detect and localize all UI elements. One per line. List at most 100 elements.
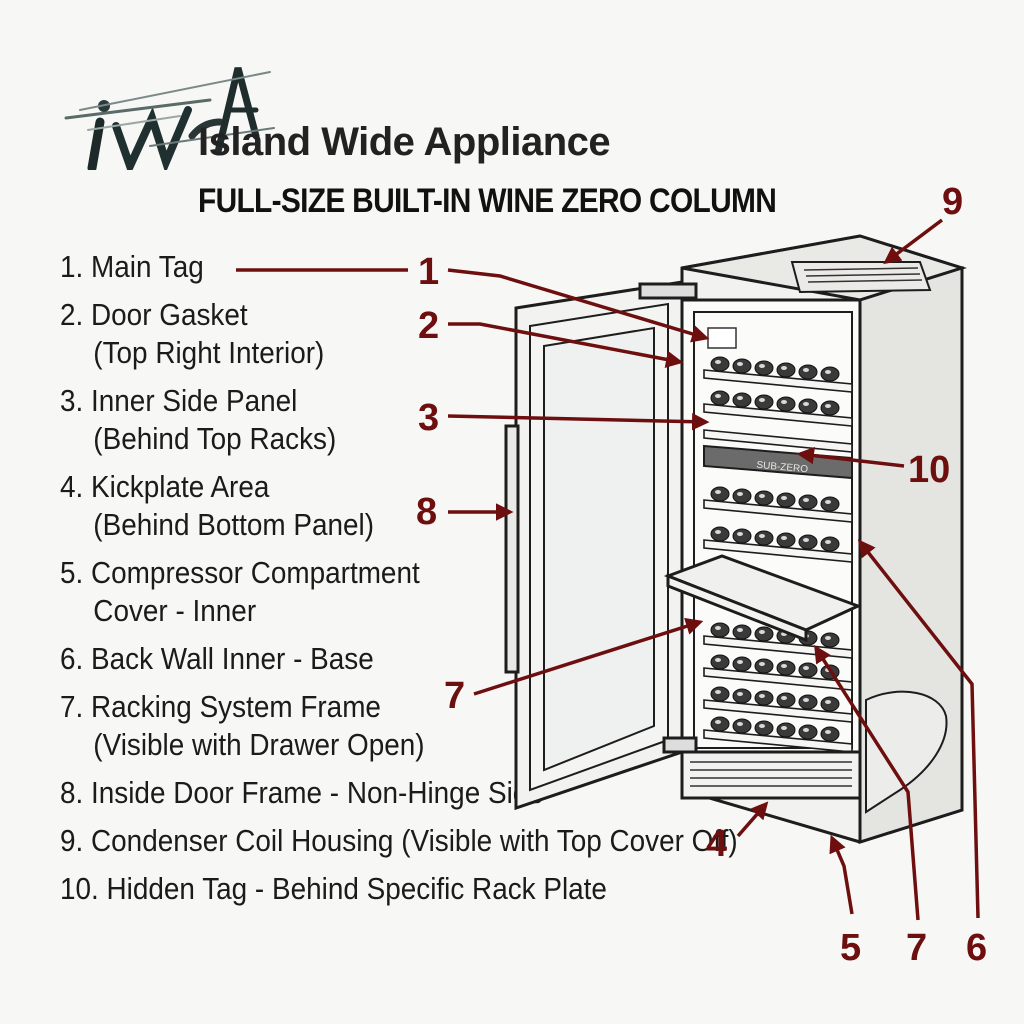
wine-bottle [732, 718, 752, 734]
legend-item-note: (Top Right Interior) [93, 335, 325, 370]
rack-shelf [703, 699, 853, 723]
bottle-highlight [759, 534, 765, 538]
bottle-highlight [781, 536, 787, 540]
callout-7a: 7 [444, 675, 465, 717]
legend-item-label: 8. Inside Door Frame - Non-Hinge Side [60, 775, 544, 810]
wine-bottle [820, 632, 840, 648]
wine-bottle [732, 358, 752, 374]
wine-bottle [820, 696, 840, 712]
wine-bottle [776, 492, 796, 508]
bottle-highlight [715, 720, 721, 724]
wine-bottle [820, 726, 840, 742]
legend-item-7: 7. Racking System Frame (Visible with Dr… [60, 688, 762, 764]
arrow-4 [736, 801, 769, 838]
wine-bottle [776, 722, 796, 738]
wine-bottle [754, 490, 774, 506]
arrow-3 [447, 412, 710, 431]
legend-item-label: 4. Kickplate Area [60, 469, 270, 504]
callout-9: 9 [942, 181, 963, 223]
wine-bottle [798, 534, 818, 550]
wine-bottle [798, 494, 818, 510]
callout-2: 2 [418, 305, 439, 347]
legend-item-9: 9. Condenser Coil Housing (Visible with … [60, 822, 762, 860]
legend-item-6: 6. Back Wall Inner - Base [60, 640, 762, 678]
main-tag [707, 327, 737, 349]
arrow-9 [883, 218, 944, 265]
legend-item-label: 10. Hidden Tag - Behind Specific Rack Pl… [60, 871, 607, 906]
bottle-highlight [715, 394, 721, 398]
bottle-highlight [759, 724, 765, 728]
legend-list: 1. Main Tag 2. Door Gasket (Top Right In… [60, 248, 840, 908]
wine-bottle [732, 488, 752, 504]
condenser-coil-housing [790, 261, 932, 294]
bottle-highlight [737, 396, 743, 400]
legend-item-label: 9. Condenser Coil Housing (Visible with … [60, 823, 738, 858]
legend-item-label: 3. Inner Side Panel [60, 383, 298, 418]
callout-5: 5 [840, 927, 861, 969]
wine-bottle [710, 390, 730, 406]
bottle-highlight [803, 402, 809, 406]
bottle-highlight [737, 492, 743, 496]
callout-numbers: 1 2 3 4 5 6 7 7 8 9 10 [416, 181, 987, 969]
callout-7b: 7 [906, 927, 927, 969]
bottle-highlight [825, 700, 831, 704]
legend-item-1: 1. Main Tag [60, 248, 762, 286]
bottle-highlight [737, 722, 743, 726]
arrow-5 [829, 834, 854, 915]
legend-item-label: 5. Compressor Compartment [60, 555, 420, 590]
bottle-highlight [825, 404, 831, 408]
bottle-highlight [715, 658, 721, 662]
legend-item-10: 10. Hidden Tag - Behind Specific Rack Pl… [60, 870, 762, 908]
appliance-badge: SUB-ZERO [756, 460, 809, 475]
wine-bottle [776, 532, 796, 548]
wine-bottle [710, 686, 730, 702]
bottle-highlight [737, 532, 743, 536]
wine-bottle [732, 624, 752, 640]
legend-item-4: 4. Kickplate Area (Behind Bottom Panel) [60, 468, 762, 544]
legend-item-note: (Behind Bottom Panel) [93, 507, 375, 542]
wine-bottle [754, 690, 774, 706]
bottle-highlight [715, 690, 721, 694]
floor-cutout [865, 690, 948, 814]
bottle-highlight [737, 628, 743, 632]
wine-bottle [754, 394, 774, 410]
wine-bottle [710, 716, 730, 732]
page-title: FULL-SIZE BUILT-IN WINE ZERO COLUMN [198, 182, 777, 220]
bottle-highlight [781, 496, 787, 500]
bottle-highlight [781, 726, 787, 730]
bottle-highlight [781, 696, 787, 700]
rack-shelf [703, 539, 853, 563]
wine-bottle [710, 486, 730, 502]
rack-shelf [703, 667, 853, 691]
callout-4: 4 [706, 823, 727, 865]
wine-bottle [798, 364, 818, 380]
legend-item-5: 5. Compressor Compartment Cover - Inner [60, 554, 762, 630]
iwa-logo [64, 67, 275, 170]
kickplate [680, 750, 862, 800]
legend-item-label: 7. Racking System Frame [60, 689, 381, 724]
arrow-7a [473, 617, 704, 696]
callout-3: 3 [418, 397, 439, 439]
legend-item-note: (Visible with Drawer Open) [93, 727, 425, 762]
wine-racks [690, 356, 853, 753]
bottle-highlight [781, 400, 787, 404]
bottle-highlight [715, 490, 721, 494]
bottle-highlight [781, 664, 787, 668]
legend-item-note: Cover - Inner [93, 593, 257, 628]
callout-6: 6 [966, 927, 987, 969]
arrow-2 [448, 322, 684, 368]
wine-bottle [776, 660, 796, 676]
wine-bottle [710, 654, 730, 670]
wine-bottle [710, 622, 730, 638]
brand-name: Island Wide Appliance [198, 120, 611, 164]
wine-bottle [798, 694, 818, 710]
bottle-highlight [759, 364, 765, 368]
bottle-highlight [759, 662, 765, 666]
wine-bottle [732, 656, 752, 672]
wine-bottle [754, 720, 774, 736]
wine-bottle [798, 398, 818, 414]
rack-shelf [703, 369, 853, 393]
bottle-highlight [803, 538, 809, 542]
arrow-10 [796, 446, 905, 468]
